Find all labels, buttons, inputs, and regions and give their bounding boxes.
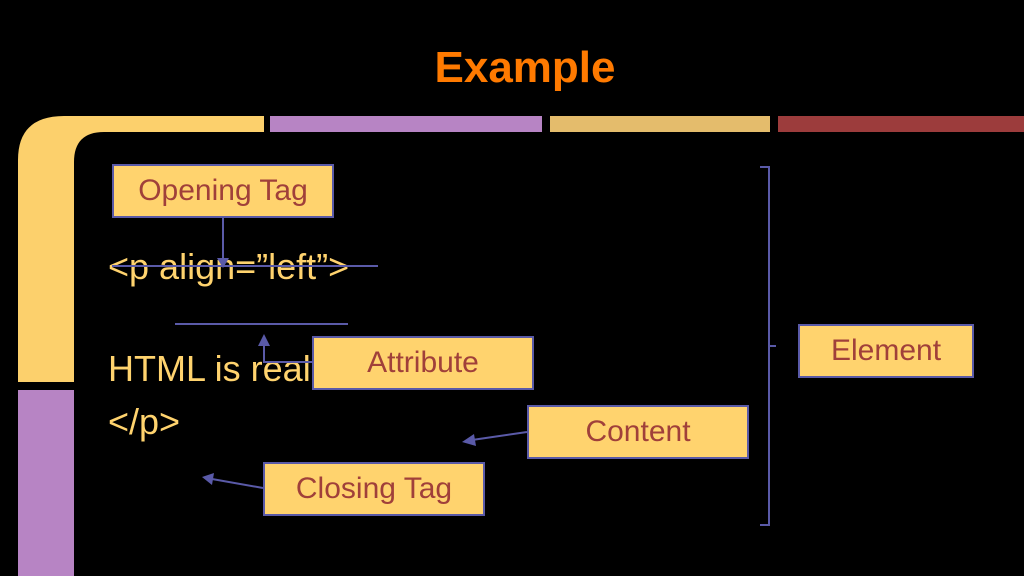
- frame-bar-purple-side: [18, 390, 74, 576]
- frame-bar-gold-top: [550, 116, 770, 132]
- frame-bar-red-top: [778, 116, 1024, 132]
- label-opening-tag: Opening Tag: [112, 164, 334, 218]
- code-opening-tag: <p align=”left”>: [108, 246, 350, 287]
- frame-bar-purple-top: [270, 116, 542, 132]
- label-closing-tag: Closing Tag: [263, 462, 485, 516]
- label-element: Element: [798, 324, 974, 378]
- code-closing-tag: </p>: [108, 401, 181, 442]
- slide-title: Example: [434, 43, 616, 92]
- label-attribute: Attribute: [312, 336, 534, 390]
- frame-corner-yellow: [18, 116, 264, 382]
- label-content: Content: [527, 405, 749, 459]
